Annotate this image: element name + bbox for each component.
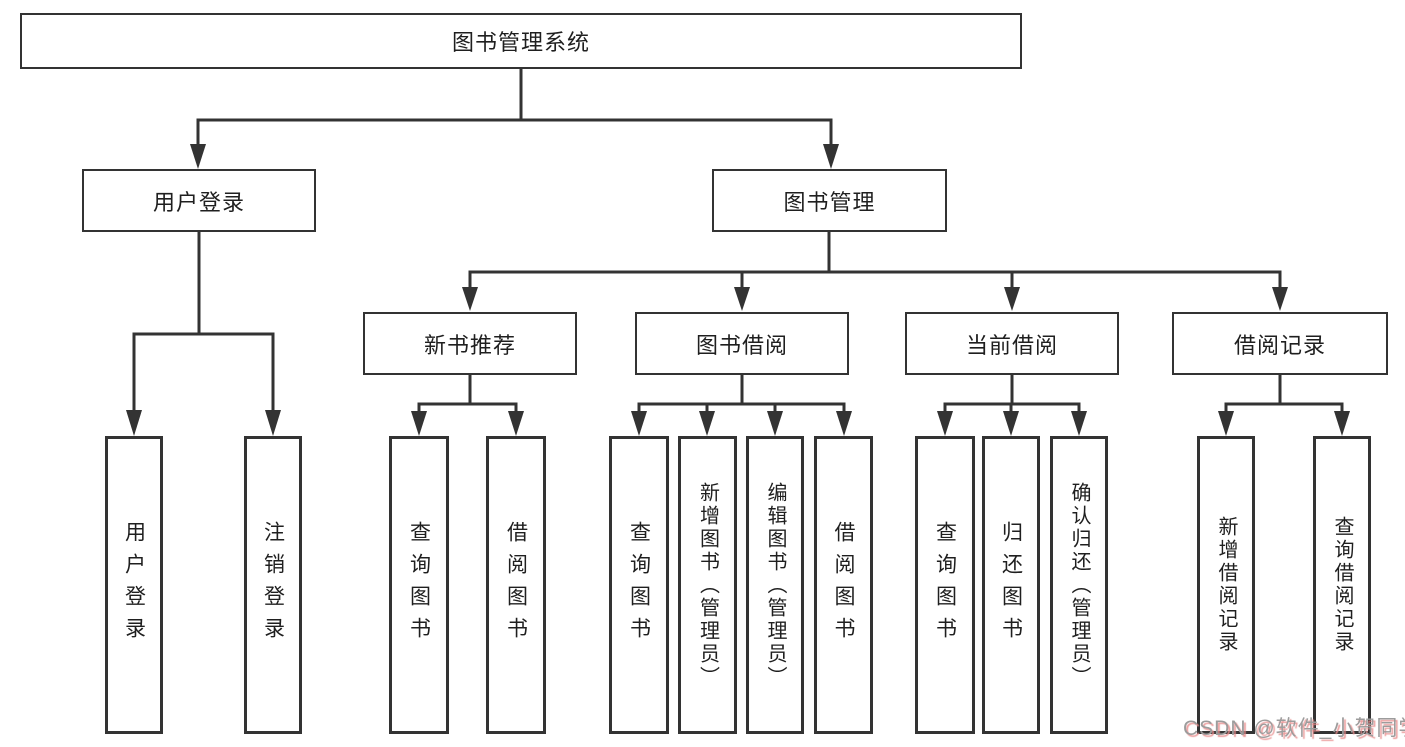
node-book-borrow: 图书借阅 xyxy=(635,312,849,375)
node-current-borrow: 当前借阅 xyxy=(905,312,1119,375)
leaf-query-books-current: 查询图书 xyxy=(915,436,975,734)
leaf-borrow-books: 借阅图书 xyxy=(814,436,873,734)
leaf-logout-label: 注销登录 xyxy=(261,521,285,649)
connector-new-book-split xyxy=(417,375,518,413)
leaf-edit-books-admin: 编辑图书（管理员） xyxy=(746,436,804,734)
leaf-edit-books-admin-label: 编辑图书（管理员） xyxy=(764,481,786,689)
node-borrow-records: 借阅记录 xyxy=(1172,312,1388,375)
leaf-add-books-admin-label: 新增图书（管理员） xyxy=(696,481,719,689)
leaf-add-books-admin: 新增图书（管理员） xyxy=(678,436,737,734)
leaf-add-borrow-record: 新增借阅记录 xyxy=(1197,436,1255,734)
node-new-book-recommend: 新书推荐 xyxy=(363,312,577,375)
leaf-query-books-borrow-label: 查询图书 xyxy=(627,521,651,649)
leaf-user-login-label: 用户登录 xyxy=(122,521,146,649)
connector-book-management-split xyxy=(468,232,1282,289)
leaf-borrow-books-recommend-label: 借阅图书 xyxy=(504,521,528,649)
leaf-query-books-recommend: 查询图书 xyxy=(389,436,449,734)
watermark: CSDN @软件_小贺同学 xyxy=(1183,717,1405,740)
leaf-query-books-recommend-label: 查询图书 xyxy=(407,521,431,649)
connector-user-login-split xyxy=(132,231,275,412)
leaf-user-login: 用户登录 xyxy=(105,436,163,734)
leaf-query-borrow-record-label: 查询借阅记录 xyxy=(1331,516,1353,654)
leaf-confirm-return-admin-label: 确认归还（管理员） xyxy=(1068,481,1090,689)
connector-book-borrow-split xyxy=(637,375,846,413)
leaf-return-books: 归还图书 xyxy=(982,436,1040,734)
leaf-query-borrow-record: 查询借阅记录 xyxy=(1313,436,1371,734)
leaf-confirm-return-admin: 确认归还（管理员） xyxy=(1050,436,1108,734)
node-user-login: 用户登录 xyxy=(82,169,316,232)
connector-borrow-records-split xyxy=(1224,375,1344,413)
leaf-return-books-label: 归还图书 xyxy=(999,521,1023,649)
node-book-management: 图书管理 xyxy=(712,169,947,232)
leaf-query-books-borrow: 查询图书 xyxy=(609,436,669,734)
leaf-logout: 注销登录 xyxy=(244,436,302,734)
leaf-borrow-books-label: 借阅图书 xyxy=(832,521,855,649)
leaf-query-books-current-label: 查询图书 xyxy=(933,521,957,649)
node-root-system: 图书管理系统 xyxy=(20,13,1022,69)
connector-current-borrow-split xyxy=(943,375,1081,413)
arrowheads xyxy=(126,144,1350,436)
leaf-add-borrow-record-label: 新增借阅记录 xyxy=(1215,516,1237,654)
connector-root-split xyxy=(196,67,833,146)
leaf-borrow-books-recommend: 借阅图书 xyxy=(486,436,546,734)
